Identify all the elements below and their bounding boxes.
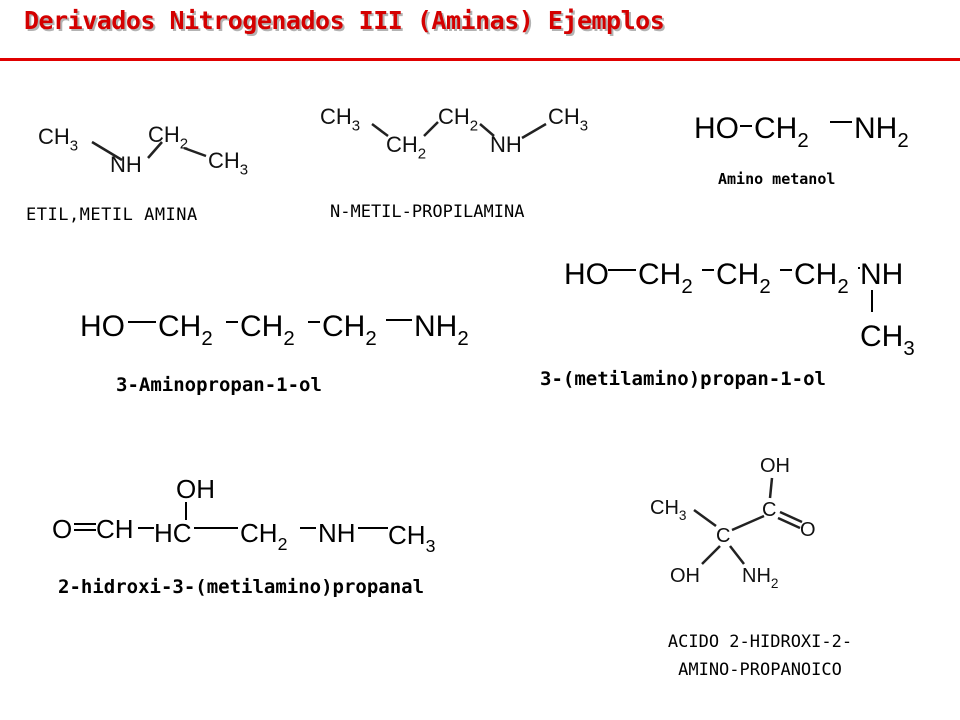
atom-ch2: CH2: [322, 310, 377, 350]
atom-oh: OH: [670, 565, 700, 587]
atom-ch2: CH2: [148, 122, 188, 153]
atom-ch2: CH2: [638, 258, 693, 298]
compound-name: ACIDO 2-HIDROXI-2- AMINO-PROPANOICO: [610, 628, 910, 684]
atom-ho: HO: [564, 258, 609, 291]
atom-nh: NH: [318, 518, 356, 548]
bond: [521, 122, 547, 140]
atom-ch2: CH2: [794, 258, 849, 298]
atom-ch3: CH3: [388, 520, 436, 556]
structure-3-aminopropan-1-ol: HO CH2 CH2 CH2 NH2: [80, 310, 469, 350]
atom-ch2: CH2: [754, 112, 809, 152]
atom-ch3: CH3: [320, 104, 360, 135]
bond: [479, 123, 495, 137]
atom-ch3: CH3: [548, 104, 588, 135]
atom-c: C: [762, 499, 776, 521]
atom-ch2: CH2: [438, 104, 478, 135]
bond: [693, 508, 717, 528]
bond: [147, 141, 163, 159]
compound-name: N-METIL-PROPILAMINA: [330, 202, 525, 222]
bond: [91, 140, 123, 162]
atom-nh: NH: [860, 258, 903, 291]
compound-name-line: AMINO-PROPANOICO: [678, 660, 842, 680]
atom-o: O: [52, 514, 72, 544]
structure-2-hidroxi-3-metilamino-propanal: O CH OH HC CH2 NH CH3: [52, 474, 436, 556]
atom-nh2: NH2: [742, 565, 778, 591]
atom-ch3: CH3: [38, 124, 78, 155]
structure-3-metilamino-propan-1-ol: HO CH2 CH2 CH2 NH CH3: [564, 258, 915, 360]
bond: [729, 545, 745, 565]
compound-name: 2-hidroxi-3-(metilamino)propanal: [58, 576, 425, 598]
atom-ho: HO: [80, 310, 125, 343]
compound-name: 3-(metilamino)propan-1-ol: [540, 368, 826, 390]
bond: [777, 516, 801, 530]
atom-hc: HC: [154, 518, 192, 548]
atom-oh: OH: [176, 474, 215, 504]
atom-ch: CH: [96, 514, 134, 544]
atom-ch2: CH2: [716, 258, 771, 298]
structure-amino-metanol: HO CH2 NH2: [694, 112, 909, 152]
atom-ch3: CH3: [650, 497, 686, 523]
bond: [779, 510, 803, 524]
compound-name: 3-Aminopropan-1-ol: [116, 374, 322, 396]
atom-c: C: [716, 525, 730, 547]
atom-ho: HO: [694, 112, 739, 145]
atom-ch2: CH2: [158, 310, 213, 350]
atom-ch3: CH3: [860, 320, 915, 360]
atom-oh: OH: [760, 455, 790, 477]
atom-nh2: NH2: [414, 310, 469, 350]
bond: [731, 514, 765, 532]
compound-name-line: ACIDO 2-HIDROXI-2-: [667, 632, 853, 652]
atom-nh: NH: [110, 152, 142, 177]
atom-o: O: [800, 519, 816, 541]
atom-ch2: CH2: [240, 310, 295, 350]
bond: [371, 123, 389, 137]
compound-name: ETIL,METIL AMINA: [26, 205, 198, 225]
atom-nh: NH: [490, 132, 522, 157]
bond: [183, 146, 207, 158]
compound-name: Amino metanol: [718, 170, 836, 188]
structure-etil-metil-amina: CH3 NH CH2 CH3: [38, 122, 248, 179]
page-title: Derivados Nitrogenados III (Aminas) Ejem…: [24, 6, 665, 35]
atom-ch2: CH2: [240, 518, 287, 554]
structure-n-metil-propilamina: CH3 CH2 CH2 NH CH3: [320, 104, 588, 163]
atom-ch2: CH2: [386, 132, 426, 163]
structure-acido-2-hidroxi-2-amino-propanoico: OH CH3 C O C OH NH2: [650, 455, 816, 591]
atom-nh2: NH2: [854, 112, 909, 152]
title-underline: [0, 58, 960, 61]
bond: [768, 477, 774, 499]
bond: [701, 545, 721, 565]
bond: [423, 121, 439, 137]
atom-ch3: CH3: [208, 148, 248, 179]
